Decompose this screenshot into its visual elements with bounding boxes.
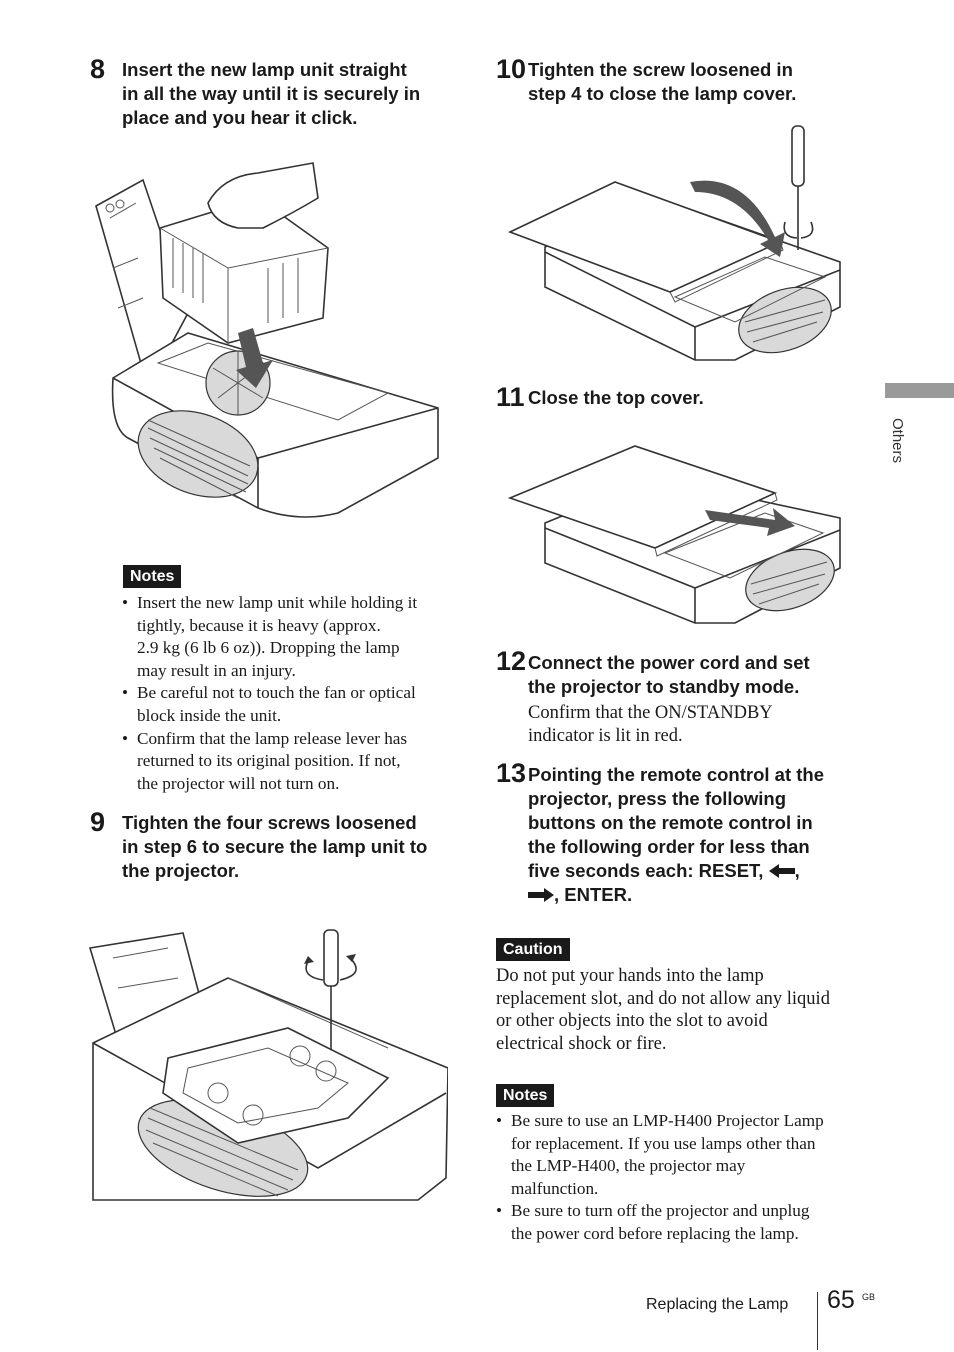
step-11-title: Close the top cover. — [528, 386, 868, 410]
step-8-number: 8 — [90, 54, 106, 84]
step-8-title-line: Insert the new lamp unit straight — [122, 59, 407, 80]
note-item: Be sure to use an LMP-H400 Projector Lam… — [495, 1110, 870, 1200]
step-10-number: 10 — [496, 54, 527, 84]
note-item: Confirm that the lamp release lever has … — [121, 728, 456, 796]
step-13-line5-text: five seconds each: RESET, — [528, 860, 769, 881]
notes-list: Be sure to use an LMP-H400 Projector Lam… — [495, 1110, 870, 1246]
step-11-number: 11 — [496, 382, 525, 412]
step-8-title: Insert the new lamp unit straight in all… — [122, 58, 462, 130]
step-12-body-line: indicator is lit in red. — [528, 725, 683, 746]
step-9-title-line: the projector. — [122, 860, 240, 881]
step-8-title-line: place and you hear it click. — [122, 107, 358, 128]
note-line: Be sure to use an LMP-H400 Projector Lam… — [511, 1111, 824, 1130]
side-tab-marker — [885, 383, 954, 398]
step-12-body-line: Confirm that the ON/STANDBY — [528, 703, 773, 723]
step-12-title-line: the projector to standby mode. — [528, 676, 800, 697]
notes-list: Insert the new lamp unit while holding i… — [121, 592, 456, 795]
note-line: Be careful not to touch the fan or optic… — [137, 683, 416, 703]
screw-tighten-illustration — [88, 929, 448, 1201]
note-line: Confirm that the lamp release lever has — [137, 728, 408, 748]
note-line: tightly, because it is heavy (approx. — [137, 615, 381, 635]
step-13-title-line: five seconds each: RESET, , — [528, 859, 878, 883]
step-12-title: Connect the power cord and set the proje… — [528, 651, 868, 699]
step-13-title-line: the following order for less than — [528, 836, 810, 857]
note-item: Insert the new lamp unit while holding i… — [121, 592, 456, 682]
caution-line: Do not put your hands into the lamp — [496, 966, 764, 986]
side-tab-label: Others — [889, 418, 906, 464]
footer-divider — [817, 1292, 818, 1350]
step-12-body: Confirm that the ON/STANDBY indicator is… — [528, 702, 868, 747]
note-line: the power cord before replacing the lamp… — [511, 1223, 799, 1243]
note-line: the projector will not turn on. — [137, 773, 340, 793]
page-number: 65 — [827, 1286, 855, 1314]
note-line: malfunction. — [511, 1178, 599, 1198]
step-9-number: 9 — [90, 807, 106, 837]
step-10-title-line: step 4 to close the lamp cover. — [528, 83, 797, 104]
step-13-title-line: Pointing the remote control at the — [528, 764, 825, 785]
lamp-cover-illustration — [507, 125, 841, 361]
note-line: the LMP-H400, the projector may — [511, 1156, 746, 1176]
notes-label: Notes — [496, 1084, 555, 1107]
step-12-number: 12 — [496, 646, 527, 676]
note-item: Be careful not to touch the fan or optic… — [121, 682, 456, 727]
caution-line: replacement slot, and do not allow any l… — [496, 988, 830, 1009]
lamp-insert-illustration — [95, 162, 439, 518]
step-13-number: 13 — [496, 758, 527, 788]
step-12-title-line: Connect the power cord and set — [528, 652, 810, 673]
note-item: Be sure to turn off the projector and un… — [495, 1200, 870, 1245]
step-13-title: Pointing the remote control at the proje… — [528, 763, 878, 907]
step-10-title: Tighten the screw loosened in step 4 to … — [528, 58, 868, 106]
step-8-title-line: in all the way until it is securely in — [122, 83, 421, 104]
note-line: 2.9 kg (6 lb 6 oz)). Dropping the lamp — [137, 638, 400, 658]
region-code: GB — [862, 1292, 876, 1302]
footer-section-title: Replacing the Lamp — [646, 1296, 789, 1313]
notes-label: Notes — [123, 565, 182, 588]
step-10-title-line: Tighten the screw loosened in — [528, 59, 793, 80]
step-9-title-line: in step 6 to secure the lamp unit to — [122, 836, 428, 857]
note-line: Insert the new lamp unit while holding i… — [137, 593, 418, 612]
note-line: may result in an injury. — [137, 660, 296, 680]
right-arrow-icon — [528, 888, 554, 902]
step-13-title-line: , ENTER. — [528, 883, 878, 907]
note-line: block inside the unit. — [137, 705, 282, 725]
top-cover-illustration — [507, 445, 841, 624]
caution-body: Do not put your hands into the lamp repl… — [496, 965, 876, 1056]
note-line: for replacement. If you use lamps other … — [511, 1133, 816, 1153]
step-9-title: Tighten the four screws loosened in step… — [122, 811, 462, 883]
step-13-title-line: projector, press the following — [528, 788, 787, 809]
caution-line: or other objects into the slot to avoid — [496, 1011, 768, 1032]
step-13-title-line: buttons on the remote control in — [528, 812, 813, 833]
left-arrow-icon — [768, 864, 795, 878]
step-13-line5-end: , — [794, 860, 800, 881]
step-11-title-line: Close the top cover. — [528, 387, 704, 408]
note-line: returned to its original position. If no… — [137, 751, 401, 771]
note-line: Be sure to turn off the projector and un… — [511, 1201, 810, 1221]
step-9-title-line: Tighten the four screws loosened — [122, 812, 417, 833]
caution-label: Caution — [496, 938, 570, 961]
step-13-line6-end: , ENTER. — [554, 884, 633, 905]
caution-line: electrical shock or fire. — [496, 1034, 667, 1055]
